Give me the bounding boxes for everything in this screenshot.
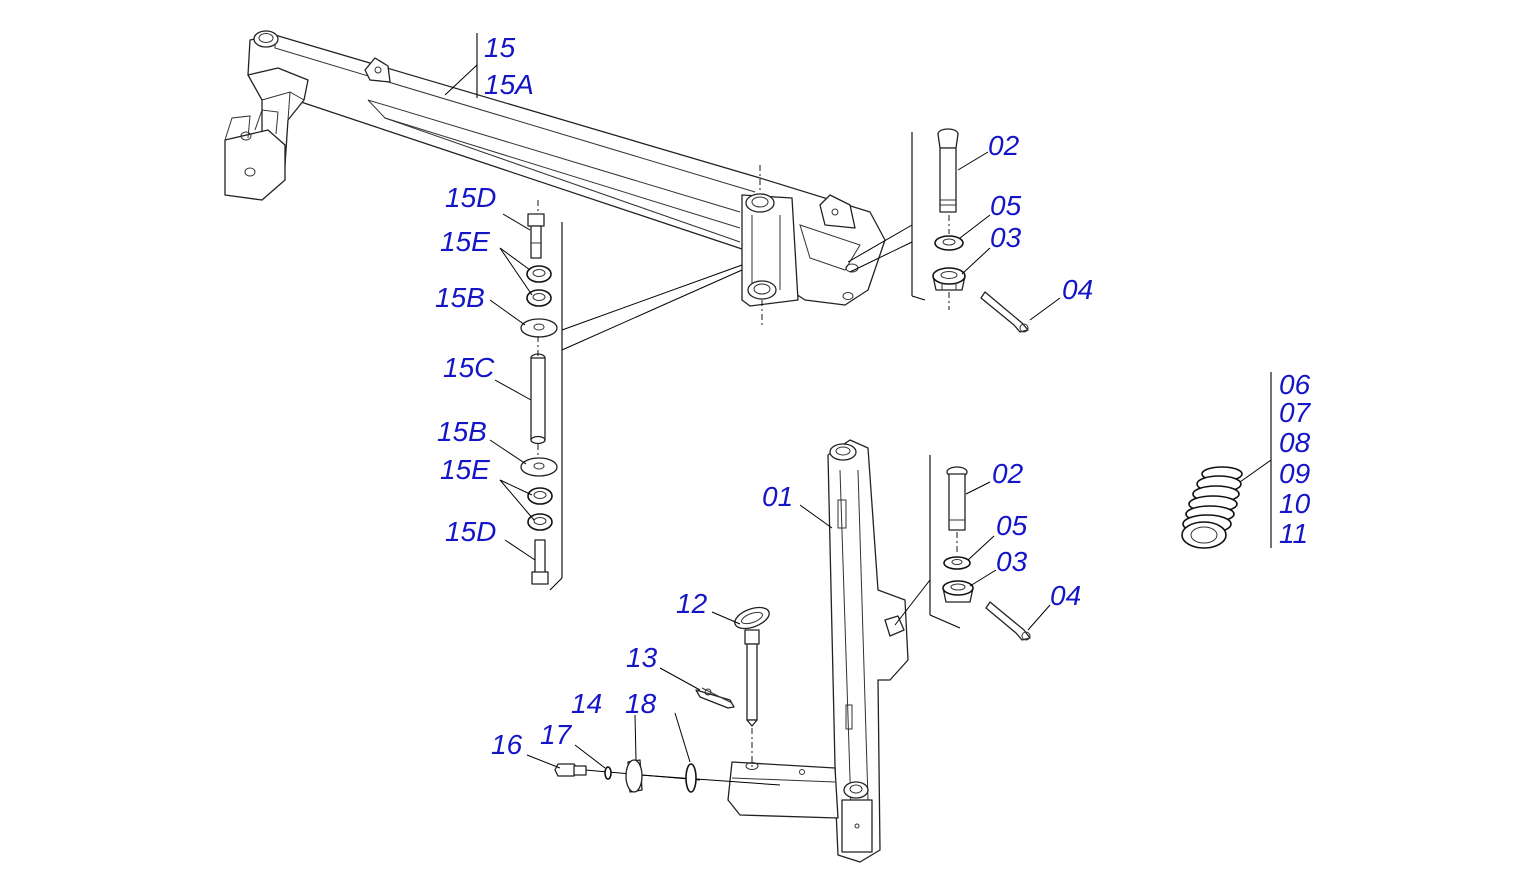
label-02-top: 02 — [988, 130, 1020, 161]
spacer-15c — [530, 353, 546, 445]
hitch-pin-12 — [734, 606, 770, 727]
label-05-top: 05 — [990, 190, 1022, 221]
roller-14 — [625, 759, 643, 793]
nut-15e-top-2 — [526, 289, 552, 307]
spring-coil — [1181, 466, 1243, 549]
lower-arm-assembly — [584, 439, 909, 863]
label-13: 13 — [626, 642, 658, 673]
lower-arm-cross-tube — [727, 761, 839, 819]
pin-02-bottom — [946, 466, 968, 531]
label-12: 12 — [676, 588, 708, 619]
spring-assembly — [1181, 372, 1272, 549]
label-09: 09 — [1279, 458, 1310, 489]
label-15e-bottom: 15E — [440, 454, 490, 485]
part-labels: 15 15A 15D 15E 15B 15C 15B 15E 15D 02 05… — [435, 32, 1312, 760]
nut-15e-bottom-2 — [527, 513, 553, 531]
washer-15b-top — [520, 318, 558, 338]
upper-right-hardware — [847, 128, 1029, 333]
washer-15b-bottom — [520, 457, 558, 477]
upper-arm-assembly — [224, 30, 886, 325]
label-15b-top: 15B — [435, 282, 485, 313]
label-15c: 15C — [443, 352, 495, 383]
lower-right-hardware — [894, 455, 1031, 641]
label-18: 18 — [625, 688, 657, 719]
washer-18 — [685, 763, 697, 793]
label-06: 06 — [1279, 369, 1311, 400]
washer-17 — [604, 766, 612, 780]
label-17: 17 — [540, 719, 573, 750]
label-10: 10 — [1279, 488, 1311, 519]
label-15e-top: 15E — [440, 226, 490, 257]
label-04-bottom: 04 — [1050, 580, 1081, 611]
nut-15e-top-1 — [526, 265, 552, 283]
cotter-pin-04-top — [980, 291, 1029, 333]
hitch-pin-parts — [554, 606, 770, 793]
bolt-15d-bottom — [531, 539, 549, 585]
callout-leaders — [444, 33, 1061, 769]
upper-arm-clevis — [224, 129, 286, 201]
hairpin-clip-13 — [695, 687, 735, 709]
label-02-bottom: 02 — [992, 458, 1024, 489]
castle-nut-03-bottom — [942, 580, 974, 603]
pin-02-top — [937, 128, 959, 213]
label-15d-top: 15D — [445, 182, 496, 213]
label-03-top: 03 — [990, 222, 1022, 253]
bolt-15d-top — [527, 213, 545, 259]
label-15b-bottom: 15B — [437, 416, 487, 447]
label-15d-bottom: 15D — [445, 516, 496, 547]
label-05-bottom: 05 — [996, 510, 1028, 541]
cotter-pin-04-bottom — [985, 601, 1031, 641]
label-03-bottom: 03 — [996, 546, 1028, 577]
washer-05-bottom — [943, 556, 971, 570]
label-14: 14 — [571, 688, 602, 719]
upper-arm-pivot-housing — [741, 194, 799, 307]
label-08: 08 — [1279, 427, 1311, 458]
washer-05-top — [934, 235, 964, 251]
label-15: 15 — [484, 32, 516, 63]
castle-nut-03-top — [932, 267, 966, 291]
lower-arm-beam — [827, 439, 909, 863]
label-07: 07 — [1279, 397, 1312, 428]
pivot-pin-stack — [520, 200, 743, 591]
label-16: 16 — [491, 729, 523, 760]
label-15a: 15A — [484, 69, 534, 100]
nut-15e-bottom-1 — [527, 487, 553, 505]
label-04-top: 04 — [1062, 274, 1093, 305]
label-01: 01 — [762, 481, 793, 512]
bolt-16 — [554, 763, 587, 777]
label-11: 11 — [1279, 518, 1308, 549]
